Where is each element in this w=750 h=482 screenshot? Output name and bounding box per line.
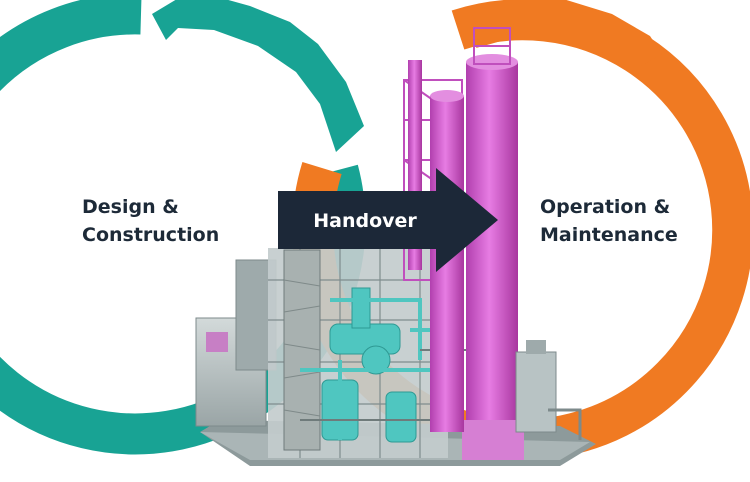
design-construction-label: Design & Construction <box>82 193 219 249</box>
operation-label-line2: Maintenance <box>540 224 678 246</box>
operation-cycle-arrowhead <box>470 0 662 70</box>
plant-illustration <box>195 27 596 466</box>
handover-arrow <box>278 168 498 272</box>
design-label-line2: Construction <box>82 224 220 246</box>
design-label-line1: Design & <box>82 196 179 218</box>
design-cycle-arrowhead <box>152 0 364 152</box>
operation-label-line1: Operation & <box>540 196 671 218</box>
operation-maintenance-label: Operation & Maintenance <box>540 193 678 249</box>
handover-label: Handover <box>313 210 417 232</box>
